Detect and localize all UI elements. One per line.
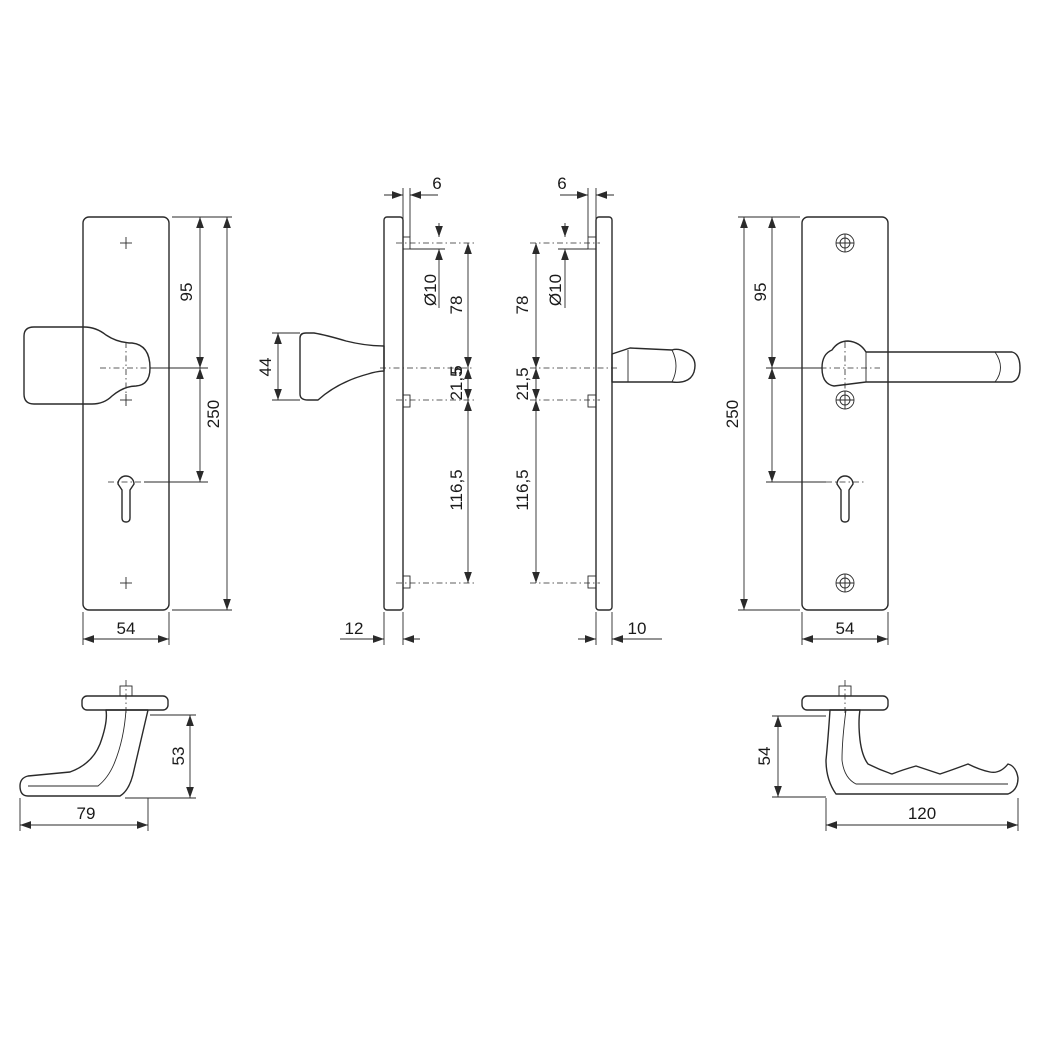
dim-front-inner-width: 54 (836, 619, 855, 638)
side-outer-view: 6 Ø10 78 5 21,5 116,5 44 12 (256, 174, 474, 645)
dim-side-outer-upper: 78 (447, 296, 466, 315)
dim-side-inner-pin: 6 (557, 174, 566, 193)
top-knob-view: 53 79 (19, 680, 196, 831)
dim-front-outer-top: 95 (177, 283, 196, 302)
dim-side-outer-handle: 5 (447, 365, 466, 374)
knob-grip (23, 326, 151, 405)
dim-front-outer-height: 250 (204, 400, 223, 428)
side-inner-plate (595, 216, 613, 611)
dim-side-inner-dia: Ø10 (546, 274, 565, 306)
inner-backplate (801, 216, 889, 611)
front-outer-view: 95 250 54 (23, 216, 232, 645)
dim-side-outer-pin: 6 (432, 174, 441, 193)
outer-backplate (82, 216, 170, 611)
side-outer-plate (383, 216, 404, 611)
screw-bottom (835, 573, 855, 593)
dim-side-outer-thickness: 12 (345, 619, 364, 638)
screw-top (835, 233, 855, 253)
keyhole-inner (836, 475, 854, 523)
lever-top-profile (825, 709, 1019, 795)
dim-side-inner-thickness: 10 (628, 619, 647, 638)
keyhole (117, 475, 135, 523)
side-inner-view: 6 Ø10 78 21,5 116,5 10 (513, 174, 696, 645)
dim-side-inner-upper: 78 (513, 296, 532, 315)
lever-profile (611, 347, 696, 383)
dim-side-inner-lower: 116,5 (513, 469, 532, 510)
dim-side-inner-mid: 21,5 (513, 367, 532, 400)
dim-side-outer-lower: 116,5 (447, 469, 466, 510)
knob-profile (299, 332, 385, 401)
top-lever-view: 54 120 (755, 680, 1019, 831)
dim-top-lever-height: 54 (755, 747, 774, 766)
dim-front-outer-width: 54 (117, 619, 136, 638)
dim-top-knob-projection: 79 (77, 804, 96, 823)
dim-side-outer-mid: 21,5 (447, 367, 466, 400)
lever-handle (821, 340, 1021, 387)
front-inner-view: 250 95 54 (723, 216, 1021, 645)
knob-top-profile (19, 709, 149, 797)
dim-side-outer-knob: 44 (256, 358, 275, 377)
dim-top-lever-projection: 120 (908, 804, 936, 823)
dim-top-knob-height: 53 (169, 747, 188, 766)
dim-front-inner-top: 95 (751, 283, 770, 302)
dim-side-outer-dia: Ø10 (421, 274, 440, 306)
dim-front-inner-height: 250 (723, 400, 742, 428)
screw-mid (835, 390, 855, 410)
